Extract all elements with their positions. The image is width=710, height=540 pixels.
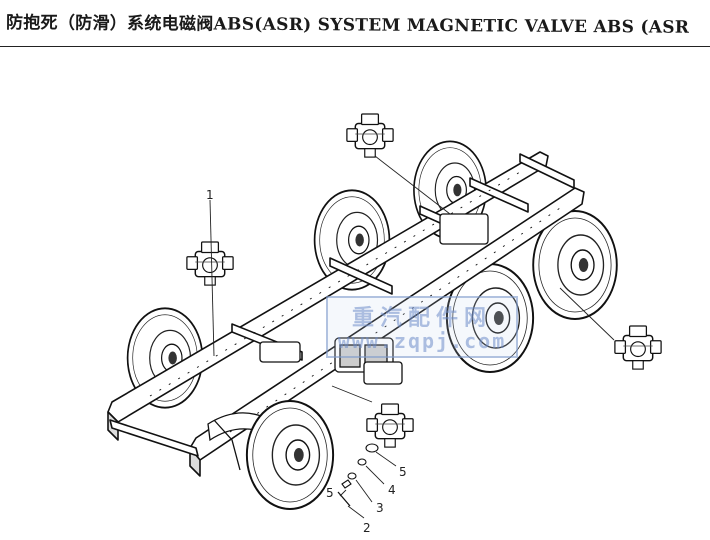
callout-5-left: 5 — [326, 486, 334, 500]
abs-valve-rear-right — [614, 325, 662, 370]
watermark-url: www.zqpj.com — [337, 329, 507, 353]
abs-valve-front-left — [186, 241, 234, 286]
abs-valve-rear-top — [346, 113, 394, 158]
watermark-chinese: 重汽配件网 — [351, 306, 492, 331]
callout-1: 1 — [206, 188, 214, 202]
callout-3: 3 — [376, 501, 384, 515]
leader-lines — [209, 155, 615, 519]
front-tire-right — [245, 400, 335, 510]
callout-4: 4 — [388, 483, 396, 497]
callout-5-right: 5 — [399, 465, 407, 479]
watermark: 重汽配件网 www.zqpj.com — [326, 296, 518, 358]
fastener-parts — [337, 443, 379, 507]
mid-frame-components — [207, 213, 489, 471]
callout-2: 2 — [363, 521, 371, 535]
abs-valve-front-right — [366, 403, 414, 448]
title-rule — [0, 46, 710, 47]
